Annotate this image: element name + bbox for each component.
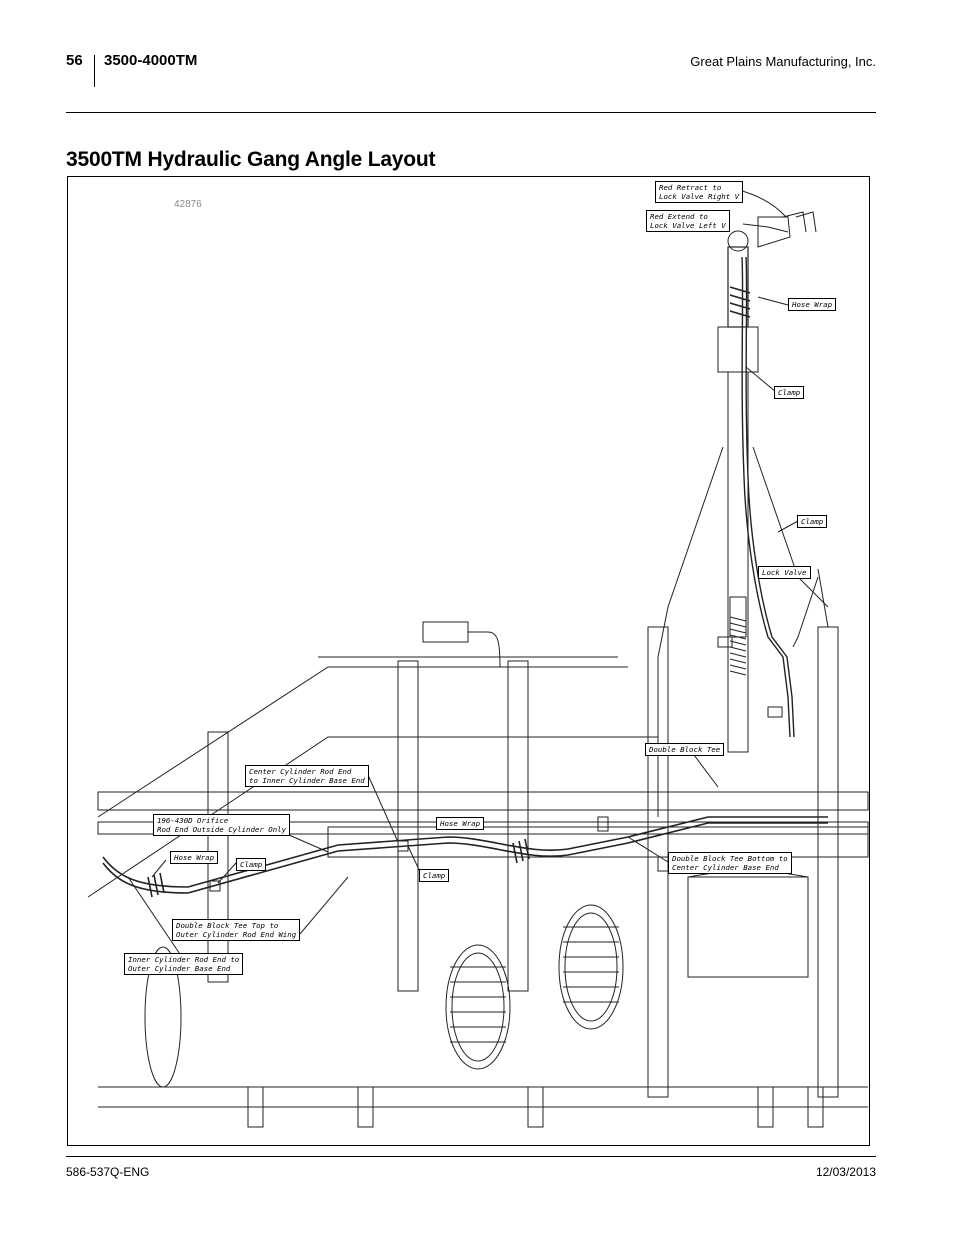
page-title: 3500TM Hydraulic Gang Angle Layout — [66, 148, 436, 171]
callout-inner-cylinder-rod: Inner Cylinder Rod End to Outer Cylinder… — [124, 953, 244, 975]
callout-red-extend: Red Extend to Lock Valve Left V — [646, 210, 730, 232]
document-number: 586-537Q-ENG — [66, 1165, 150, 1179]
callout-hose-wrap-left: Hose Wrap — [170, 851, 219, 864]
callout-clamp-mid: Clamp — [797, 515, 828, 528]
callout-clamp-center: Clamp — [419, 869, 450, 882]
model-name: 3500-4000TM — [104, 52, 198, 69]
figure-number: 42876 — [174, 199, 202, 210]
callout-orifice: 196-430D Orifice Rod End Outside Cylinde… — [153, 814, 291, 836]
page-number: 56 — [66, 52, 83, 69]
callout-hose-wrap-center: Hose Wrap — [436, 817, 485, 830]
header-divider — [94, 55, 95, 87]
callout-double-block-tee: Double Block Tee — [645, 743, 725, 756]
company-name: Great Plains Manufacturing, Inc. — [690, 54, 876, 69]
callout-double-block-tee-top: Double Block Tee Top to Outer Cylinder R… — [172, 919, 301, 941]
callout-double-block-tee-bottom: Double Block Tee Bottom to Center Cylind… — [668, 852, 792, 874]
callout-clamp-left: Clamp — [236, 858, 267, 871]
callout-lock-valve: Lock Valve — [758, 566, 811, 579]
callout-clamp-upper: Clamp — [774, 386, 805, 399]
document-date: 12/03/2013 — [815, 1165, 876, 1179]
header-rule — [66, 112, 876, 113]
callout-hose-wrap-top: Hose Wrap — [788, 298, 837, 311]
hydraulic-layout-drawing — [87, 185, 869, 1128]
footer-rule — [66, 1156, 876, 1157]
hydraulic-layout-figure: 42876 Red Retract to Lock Valve Right V … — [67, 176, 870, 1146]
callout-center-cylinder-rod: Center Cylinder Rod End to Inner Cylinde… — [245, 765, 369, 787]
callout-red-retract: Red Retract to Lock Valve Right V — [655, 181, 744, 203]
